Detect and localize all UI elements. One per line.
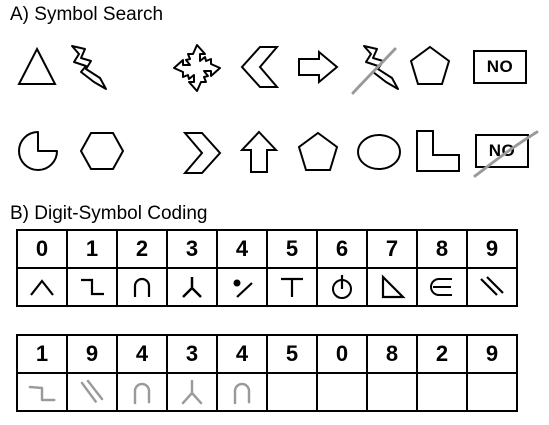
triangle-corner-icon <box>381 274 406 299</box>
response-cell[interactable] <box>116 372 168 412</box>
no-box[interactable]: NO <box>473 50 527 84</box>
t-bar-icon <box>281 277 303 297</box>
response-cell[interactable] <box>466 372 518 412</box>
crossed-arrows-diamond-icon <box>173 44 221 92</box>
key-symbol-cell <box>416 267 468 307</box>
arch-icon <box>133 382 151 405</box>
response-cell[interactable] <box>16 372 68 412</box>
response-cell[interactable] <box>166 372 218 412</box>
no-box[interactable]: NO <box>473 130 539 178</box>
key-symbol-cell <box>366 267 418 307</box>
pac-circle-icon <box>18 131 58 171</box>
test-digit-cell: 8 <box>366 334 418 374</box>
test-digit-cell: 3 <box>166 334 218 374</box>
key-digit-cell: 4 <box>216 229 268 269</box>
no-label: NO <box>486 57 514 76</box>
step-icon <box>28 385 57 402</box>
key-digit-cell: 2 <box>116 229 168 269</box>
double-slash-icon <box>80 379 104 404</box>
no-label: NO <box>488 141 516 160</box>
key-digit-cell: 8 <box>416 229 468 269</box>
circle-stem-icon <box>332 275 352 299</box>
ellipse-icon <box>357 134 401 170</box>
right-arrow-icon <box>298 49 339 85</box>
key-symbol-cell <box>266 267 318 307</box>
response-cell[interactable] <box>366 372 418 412</box>
key-table: 0 1 2 3 4 5 6 7 8 9 <box>16 229 518 307</box>
key-symbol-cell <box>16 267 68 307</box>
test-digit-cell: 2 <box>416 334 468 374</box>
digit-symbol-title: B) Digit-Symbol Coding <box>10 203 208 224</box>
response-cell[interactable] <box>316 372 368 412</box>
l-shape-icon <box>416 130 460 172</box>
response-cell[interactable] <box>266 372 318 412</box>
pentagon-icon <box>297 131 339 171</box>
test-digit-cell: 4 <box>216 334 268 374</box>
key-symbol-cell <box>216 267 268 307</box>
test-digit-cell: 9 <box>466 334 518 374</box>
lightning-bolt-icon <box>351 45 399 95</box>
response-cell[interactable] <box>66 372 118 412</box>
test-digit-cell: 4 <box>116 334 168 374</box>
response-cell[interactable] <box>416 372 468 412</box>
key-symbol-cell <box>166 267 218 307</box>
step-icon <box>81 278 104 296</box>
hexagon-icon <box>79 132 125 170</box>
key-digit-cell: 5 <box>266 229 318 269</box>
test-digit-cell: 5 <box>266 334 318 374</box>
key-symbol-cell <box>116 267 168 307</box>
y-shape-icon <box>182 277 202 298</box>
key-digit-cell: 0 <box>16 229 68 269</box>
double-slash-icon <box>480 276 504 296</box>
test-digit-cell: 9 <box>66 334 118 374</box>
key-digit-cell: 1 <box>66 229 118 269</box>
chevron-left-icon <box>240 46 280 88</box>
y-shape-icon <box>181 379 203 405</box>
key-digit-cell: 6 <box>316 229 368 269</box>
symbol-search-title: A) Symbol Search <box>10 4 164 25</box>
up-arrow-icon <box>239 130 279 173</box>
dot-slash-icon <box>233 279 253 298</box>
test-table: 1 9 4 3 4 5 0 8 2 9 <box>16 334 518 412</box>
pencil-mark-icon <box>473 130 539 178</box>
arch-icon <box>133 277 151 297</box>
test-digit-cell: 0 <box>316 334 368 374</box>
key-symbol-cell <box>316 267 368 307</box>
lightning-bolt-icon <box>71 45 107 90</box>
triangle-icon <box>17 46 57 85</box>
key-digit-cell: 9 <box>466 229 518 269</box>
chevron-right-icon <box>182 132 222 174</box>
key-symbol-cell <box>66 267 118 307</box>
key-digit-cell: 7 <box>366 229 418 269</box>
key-digit-cell: 3 <box>166 229 218 269</box>
arch-icon <box>233 382 251 405</box>
key-symbol-cell <box>466 267 518 307</box>
element-of-icon <box>430 278 452 296</box>
test-digit-cell: 1 <box>16 334 68 374</box>
caret-icon <box>30 279 54 296</box>
pentagon-icon <box>409 45 451 85</box>
response-cell[interactable] <box>216 372 268 412</box>
